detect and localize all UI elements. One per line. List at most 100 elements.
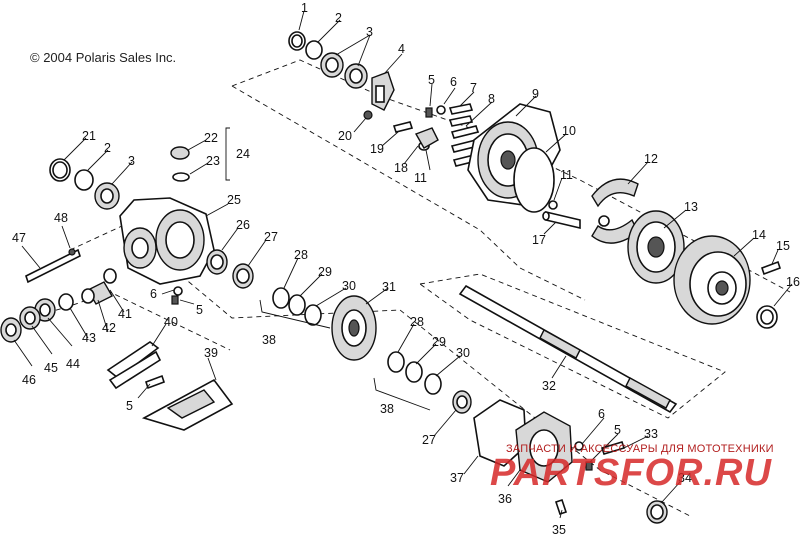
part-pin-48 — [68, 248, 76, 256]
part-hub-cover-14 — [673, 235, 751, 325]
callout-18: 18 — [394, 161, 408, 175]
callout-3: 3 — [366, 25, 373, 39]
part-snap-ring-1 — [288, 31, 306, 51]
part-ring-2-left — [74, 169, 94, 191]
callout-2b: 2 — [104, 141, 111, 155]
callout-17: 17 — [532, 233, 546, 247]
part-bolt-5-top — [425, 107, 433, 118]
assembly-axis-lower — [69, 225, 691, 517]
part-seal-27 — [232, 263, 254, 289]
part-bolt-35 — [554, 498, 568, 516]
part-tube-40 — [106, 341, 162, 390]
part-stud-8 — [450, 125, 482, 167]
part-rings-28-29-30-lower — [387, 351, 442, 395]
callout-44: 44 — [66, 357, 80, 371]
part-brake-shoes-12 — [591, 178, 639, 244]
callout-22: 22 — [204, 131, 218, 145]
callout-9: 9 — [532, 87, 539, 101]
part-gearcase-housing-25 — [119, 197, 215, 285]
part-bearing-45 — [19, 306, 41, 330]
callout-1: 1 — [301, 1, 308, 15]
part-rings-28-29-30-upper — [272, 287, 322, 326]
part-bolt-20 — [363, 110, 373, 120]
part-skid-plate-39 — [141, 378, 234, 431]
part-washer-6-mid — [173, 286, 183, 296]
callout-21: 21 — [82, 129, 96, 143]
assembly-axis-upper-left — [231, 85, 586, 301]
part-cover-36 — [515, 411, 573, 483]
callout-8: 8 — [488, 92, 495, 106]
callout-5b: 5 — [614, 423, 621, 437]
callout-23: 23 — [206, 154, 220, 168]
callout-19: 19 — [370, 142, 384, 156]
callout-6c: 6 — [150, 287, 157, 301]
part-brake-drum-13 — [627, 210, 685, 284]
callout-30: 30 — [342, 279, 356, 293]
callout-35: 35 — [552, 523, 566, 537]
callout-29b: 29 — [432, 335, 446, 349]
callout-48: 48 — [54, 211, 68, 225]
callout-4: 4 — [398, 42, 405, 56]
callout-16: 16 — [786, 275, 800, 289]
watermark-logo: PARTSFOR.RU — [490, 452, 772, 494]
callout-11: 11 — [560, 168, 573, 182]
callout-28: 28 — [294, 248, 308, 262]
part-pin-47 — [25, 248, 81, 284]
copyright-notice: © 2004 Polaris Sales Inc. — [30, 50, 177, 65]
callout-31: 31 — [382, 280, 396, 294]
part-seal-26 — [206, 249, 228, 275]
bracket-38-lower — [373, 377, 431, 411]
assembly-axis-shaft-box — [418, 273, 726, 419]
callout-29: 29 — [318, 265, 332, 279]
callout-47: 47 — [12, 231, 26, 245]
callout-10: 10 — [562, 124, 576, 138]
part-lever-18 — [414, 127, 439, 149]
callout-5: 5 — [428, 73, 435, 87]
callout-13: 13 — [684, 200, 698, 214]
callout-34: 34 — [678, 471, 692, 485]
callout-12: 12 — [644, 152, 658, 166]
part-seal-27-lower — [452, 390, 472, 414]
part-bracket-4 — [371, 71, 395, 111]
leader-lines — [13, 10, 793, 519]
part-o-ring-10 — [513, 147, 555, 213]
bracket-38-upper — [259, 299, 331, 329]
callout-42: 42 — [102, 321, 116, 335]
callout-32: 32 — [542, 379, 556, 393]
callout-14: 14 — [752, 228, 766, 242]
callout-6b: 6 — [598, 407, 605, 421]
part-bearing-3 — [320, 52, 368, 89]
part-cam-17 — [542, 210, 581, 230]
callout-5c: 5 — [126, 399, 133, 413]
callout-37: 37 — [450, 471, 464, 485]
callout-5d: 5 — [196, 303, 203, 317]
part-washer-6-lower — [574, 441, 584, 451]
part-bearing-3-left — [94, 182, 120, 210]
part-spacer-42 — [81, 288, 95, 304]
part-axle-shaft-32 — [458, 284, 678, 414]
part-ring-gear-31 — [331, 295, 377, 361]
callout-43: 43 — [82, 331, 96, 345]
part-o-ring-23 — [172, 172, 190, 182]
callout-40: 40 — [164, 315, 178, 329]
callout-7: 7 — [470, 81, 477, 95]
watermark-tagline: ЗАПЧАСТИ И АКСЕССУАРЫ ДЛЯ МОТОТЕХНИКИ — [506, 443, 774, 455]
callout-25: 25 — [227, 193, 241, 207]
part-washer-6-top — [436, 105, 446, 115]
callout-24: 24 — [236, 147, 250, 161]
part-ring-43 — [58, 293, 74, 311]
callout-39: 39 — [204, 346, 218, 360]
callout-26: 26 — [236, 218, 250, 232]
callout-28b: 28 — [410, 315, 424, 329]
callout-27b: 27 — [422, 433, 436, 447]
part-seal-46 — [0, 317, 22, 343]
part-bolt-15 — [760, 260, 782, 276]
part-pin-19 — [392, 121, 414, 133]
part-breather-22 — [170, 146, 190, 160]
callout-45: 45 — [44, 361, 58, 375]
callout-36: 36 — [498, 492, 512, 506]
callout-38b: 38 — [380, 402, 394, 416]
part-ring-21 — [49, 158, 71, 182]
callout-11b: 11 — [414, 171, 427, 185]
